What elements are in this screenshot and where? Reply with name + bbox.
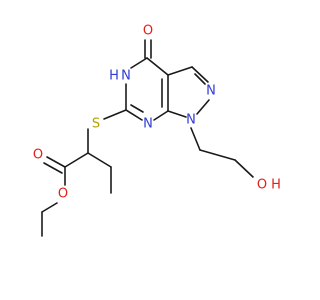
bond-c4-n5 <box>130 57 148 69</box>
bond-oester-ch2 <box>41 202 58 213</box>
oxygen-hydroxyl-label: O <box>257 178 267 193</box>
oxygen-ketone-label: O <box>143 24 153 39</box>
bond-ch-ch2 <box>87 152 112 168</box>
thio-ester-chain <box>41 109 127 237</box>
pyrimidinone-ring <box>125 39 169 121</box>
pyrazole-ring <box>167 66 210 118</box>
bond-c6-n7 <box>125 109 143 121</box>
nitrogen-n1-label: N <box>186 113 196 128</box>
hydroxyethyl-chain <box>190 127 254 178</box>
bond-n1-c7a <box>167 110 187 118</box>
bond-ch2-ch2 <box>199 149 236 161</box>
molecule-structure: O H N S N N N O O O H <box>33 24 281 237</box>
nitrogen-n5-label: N <box>121 69 131 84</box>
bond-c6-n7-double <box>130 104 144 113</box>
bond-c3a-c3 <box>167 66 193 76</box>
hydrogen-hydroxyl-label: H <box>271 178 281 193</box>
bond-cester-o <box>46 156 66 168</box>
bond-c4-c3a <box>146 57 169 76</box>
bond-n1-ch2 <box>190 127 201 151</box>
bond-cester-o-double <box>43 162 63 174</box>
oxygen-ester-label: O <box>58 187 68 202</box>
bond-c3-n2 <box>191 66 209 83</box>
bond-n2-n1 <box>196 99 210 115</box>
nitrogen-n2-label: N <box>206 84 216 99</box>
nitrogen-n7-label: N <box>143 117 153 132</box>
oxygen-carbonyl-label: O <box>33 148 43 163</box>
hydrogen-nh-label: H <box>109 69 119 84</box>
bond-c3-n2-double <box>194 73 206 85</box>
bond-n7-c7a <box>153 110 169 121</box>
bond-c6-s <box>103 109 127 120</box>
bond-ch-cester <box>64 152 89 168</box>
bond-ch2-oh <box>234 159 254 178</box>
sulfur-label: S <box>92 117 100 132</box>
